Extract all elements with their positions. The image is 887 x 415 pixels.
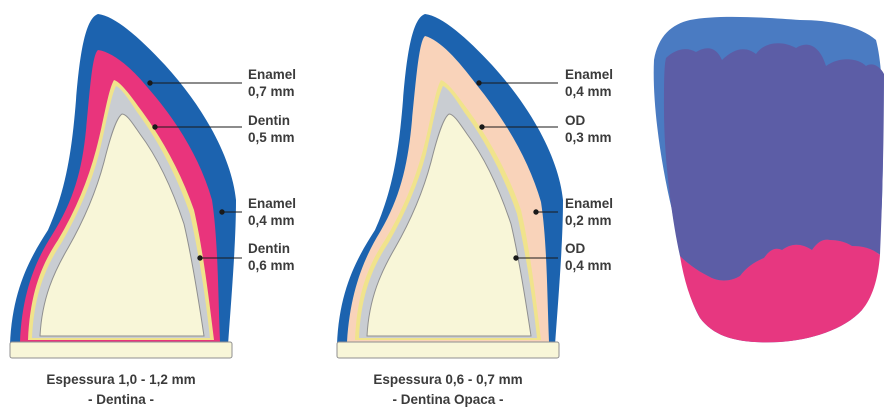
left-caption: Espessura 1,0 - 1,2 mm - Dentina -: [0, 370, 271, 410]
label-value: 0,6 mm: [248, 258, 295, 273]
left-core: [39, 113, 205, 337]
label-name: Enamel: [565, 67, 614, 82]
middle-label-od-1: OD 0,3 mm: [565, 112, 612, 146]
label-name: OD: [565, 241, 586, 256]
leader-dot: [219, 209, 225, 215]
left-caption-line2: - Dentina -: [88, 392, 154, 407]
label-name: OD: [565, 113, 586, 128]
label-value: 0,4 mm: [248, 213, 295, 228]
label-name: Enamel: [248, 67, 297, 82]
middle-leaders: [476, 80, 558, 261]
label-name: Dentin: [248, 241, 290, 256]
leader-dot: [479, 124, 485, 130]
middle-label-enamel-2: Enamel 0,2 mm: [565, 195, 613, 229]
left-label-dentin-2: Dentin 0,6 mm: [248, 240, 295, 274]
crown-mid-layer: [664, 43, 884, 281]
label-value: 0,7 mm: [248, 84, 295, 99]
left-label-enamel-2: Enamel 0,4 mm: [248, 195, 296, 229]
left-tooth: [9, 14, 236, 359]
middle-caption-line2: - Dentina Opaca -: [392, 392, 504, 407]
leader-dot: [513, 255, 519, 261]
middle-caption-line1: Espessura 0,6 - 0,7 mm: [373, 372, 523, 387]
left-label-enamel-1: Enamel 0,7 mm: [248, 66, 296, 100]
left-label-dentin-1: Dentin 0,5 mm: [248, 112, 295, 146]
label-name: Dentin: [248, 113, 290, 128]
leader-dot: [147, 80, 153, 86]
leader-dot: [476, 80, 482, 86]
crown-color-layers: [653, 16, 884, 343]
label-value: 0,3 mm: [565, 130, 612, 145]
left-leaders: [147, 80, 242, 261]
middle-caption: Espessura 0,6 - 0,7 mm - Dentina Opaca -: [298, 370, 598, 410]
leader-dot: [152, 124, 158, 130]
leader-dot: [533, 209, 539, 215]
middle-base: [336, 341, 560, 359]
label-name: Enamel: [565, 196, 614, 211]
left-caption-line1: Espessura 1,0 - 1,2 mm: [46, 372, 196, 387]
middle-tooth: [336, 14, 563, 359]
middle-core: [366, 113, 532, 337]
label-value: 0,4 mm: [565, 258, 612, 273]
middle-label-enamel-1: Enamel 0,4 mm: [565, 66, 613, 100]
crown-bottom-layer: [680, 239, 880, 343]
leader-dot: [197, 255, 203, 261]
label-name: Enamel: [248, 196, 297, 211]
label-value: 0,5 mm: [248, 130, 295, 145]
label-value: 0,2 mm: [565, 213, 612, 228]
left-base: [9, 341, 233, 359]
middle-label-od-2: OD 0,4 mm: [565, 240, 612, 274]
label-value: 0,4 mm: [565, 84, 612, 99]
